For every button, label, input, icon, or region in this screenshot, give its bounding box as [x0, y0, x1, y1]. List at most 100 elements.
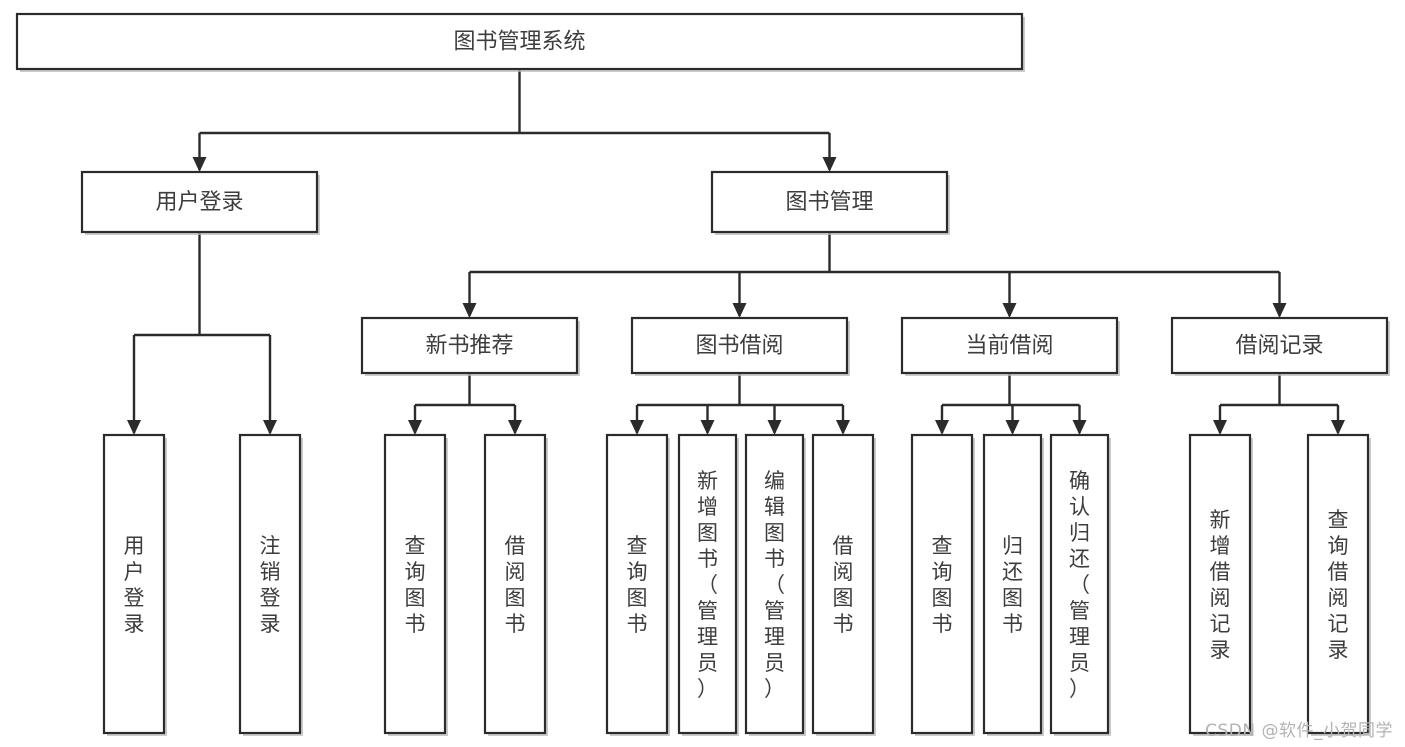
node-book-borrow[interactable]: 图书借阅	[630, 316, 849, 375]
node-label-char: ）	[697, 677, 718, 701]
node-label-char: 图	[405, 586, 426, 610]
connector-layer	[127, 69, 1345, 435]
node-label-char: 询	[932, 560, 953, 584]
arrow-head-icon-recommend-query-book	[408, 420, 422, 435]
node-box[interactable]	[605, 433, 669, 735]
node-label-char: 借	[1328, 560, 1349, 584]
node-label: 新书推荐	[425, 334, 513, 359]
node-label-char: 图	[764, 521, 785, 545]
node-box[interactable]	[900, 316, 1119, 375]
node-box[interactable]	[360, 316, 579, 375]
node-label-char: 书	[932, 612, 953, 636]
arrow-head-icon-user-logout-leaf	[263, 420, 277, 435]
node-label-char: 还	[1002, 560, 1023, 584]
node-label-char: 查	[627, 534, 648, 558]
node-user-login[interactable]: 用户登录	[80, 170, 319, 234]
arrow-head-icon-borrow-add-book	[700, 420, 715, 435]
node-box[interactable]	[102, 433, 166, 735]
node-label-char: （	[764, 573, 785, 597]
node-label-char: 销	[260, 560, 281, 584]
node-label-char: 理	[764, 625, 785, 649]
node-user-login-leaf[interactable]: 用户登录	[102, 433, 166, 735]
arrow-head-icon-current-borrow	[1002, 303, 1017, 318]
node-layer: 图书管理系统用户登录用户登录注销登录图书管理新书推荐查询图书借阅图书图书借阅查询…	[15, 12, 1390, 736]
node-label-char: 理	[697, 625, 718, 649]
node-box[interactable]	[383, 433, 447, 735]
node-label-char: 图	[627, 586, 648, 610]
node-box[interactable]	[677, 433, 738, 735]
node-label-char: 用	[124, 534, 145, 558]
node-box[interactable]	[630, 316, 849, 375]
node-borrow-records[interactable]: 借阅记录	[1170, 316, 1389, 375]
node-box[interactable]	[910, 433, 974, 735]
node-label-char: 记	[1328, 612, 1349, 636]
node-label-char: 归	[1069, 521, 1090, 545]
node-label-char: 查	[932, 534, 953, 558]
node-label: 当前借阅	[965, 334, 1053, 359]
node-label-char: 员	[764, 651, 785, 675]
node-box[interactable]	[483, 433, 547, 735]
node-label: 用户登录	[155, 190, 243, 215]
node-label: 图书管理	[785, 190, 873, 215]
node-box[interactable]	[1170, 316, 1389, 375]
node-label-char: 管	[697, 599, 718, 623]
node-label-char: 书	[1002, 612, 1023, 636]
node-box[interactable]	[1049, 433, 1110, 735]
node-box[interactable]	[1306, 433, 1370, 735]
node-label-char: （	[697, 573, 718, 597]
node-box[interactable]	[710, 170, 949, 234]
node-box[interactable]	[982, 433, 1043, 735]
node-label-char: 录	[260, 612, 281, 636]
node-box[interactable]	[238, 433, 302, 735]
node-label-char: 登	[124, 586, 145, 610]
node-box[interactable]	[1188, 433, 1252, 735]
node-root[interactable]: 图书管理系统	[15, 12, 1024, 71]
arrow-head-icon-borrow-lend-book	[836, 420, 850, 435]
arrow-head-icon-borrow-query-book	[630, 420, 644, 435]
node-current-borrow[interactable]: 当前借阅	[900, 316, 1119, 375]
node-label-char: 编	[764, 469, 785, 493]
arrow-head-icon-current-query-book	[935, 420, 949, 435]
node-box[interactable]	[15, 12, 1024, 71]
node-label-char: 查	[1328, 508, 1349, 532]
node-label-char: 理	[1069, 625, 1090, 649]
arrow-head-icon-borrow-records	[1272, 303, 1287, 318]
node-label-char: 询	[627, 560, 648, 584]
node-label-char: 阅	[505, 560, 526, 584]
arrow-head-icon-current-confirm-return	[1072, 420, 1087, 435]
node-box[interactable]	[80, 170, 319, 234]
node-label-char: 辑	[764, 495, 785, 519]
node-label-char: 借	[833, 534, 854, 558]
node-box[interactable]	[744, 433, 805, 735]
node-new-book-recommend[interactable]: 新书推荐	[360, 316, 579, 375]
node-label-char: 员	[697, 651, 718, 675]
node-box[interactable]	[811, 433, 875, 735]
node-label: 借阅记录	[1235, 334, 1323, 359]
node-label-char: 阅	[833, 560, 854, 584]
arrow-head-icon-book-borrow	[732, 303, 747, 318]
node-book-management[interactable]: 图书管理	[710, 170, 949, 234]
node-label-char: 认	[1069, 495, 1090, 519]
arrow-head-icon-current-return-book	[1005, 420, 1020, 435]
arrow-head-icon-user-login-leaf	[127, 420, 141, 435]
node-label-char: 注	[260, 534, 281, 558]
node-label-char: 书	[627, 612, 648, 636]
node-label-char: 查	[405, 534, 426, 558]
node-label-char: 登	[260, 586, 281, 610]
node-label-char: 图	[1002, 586, 1023, 610]
node-label-char: 询	[1328, 534, 1349, 558]
